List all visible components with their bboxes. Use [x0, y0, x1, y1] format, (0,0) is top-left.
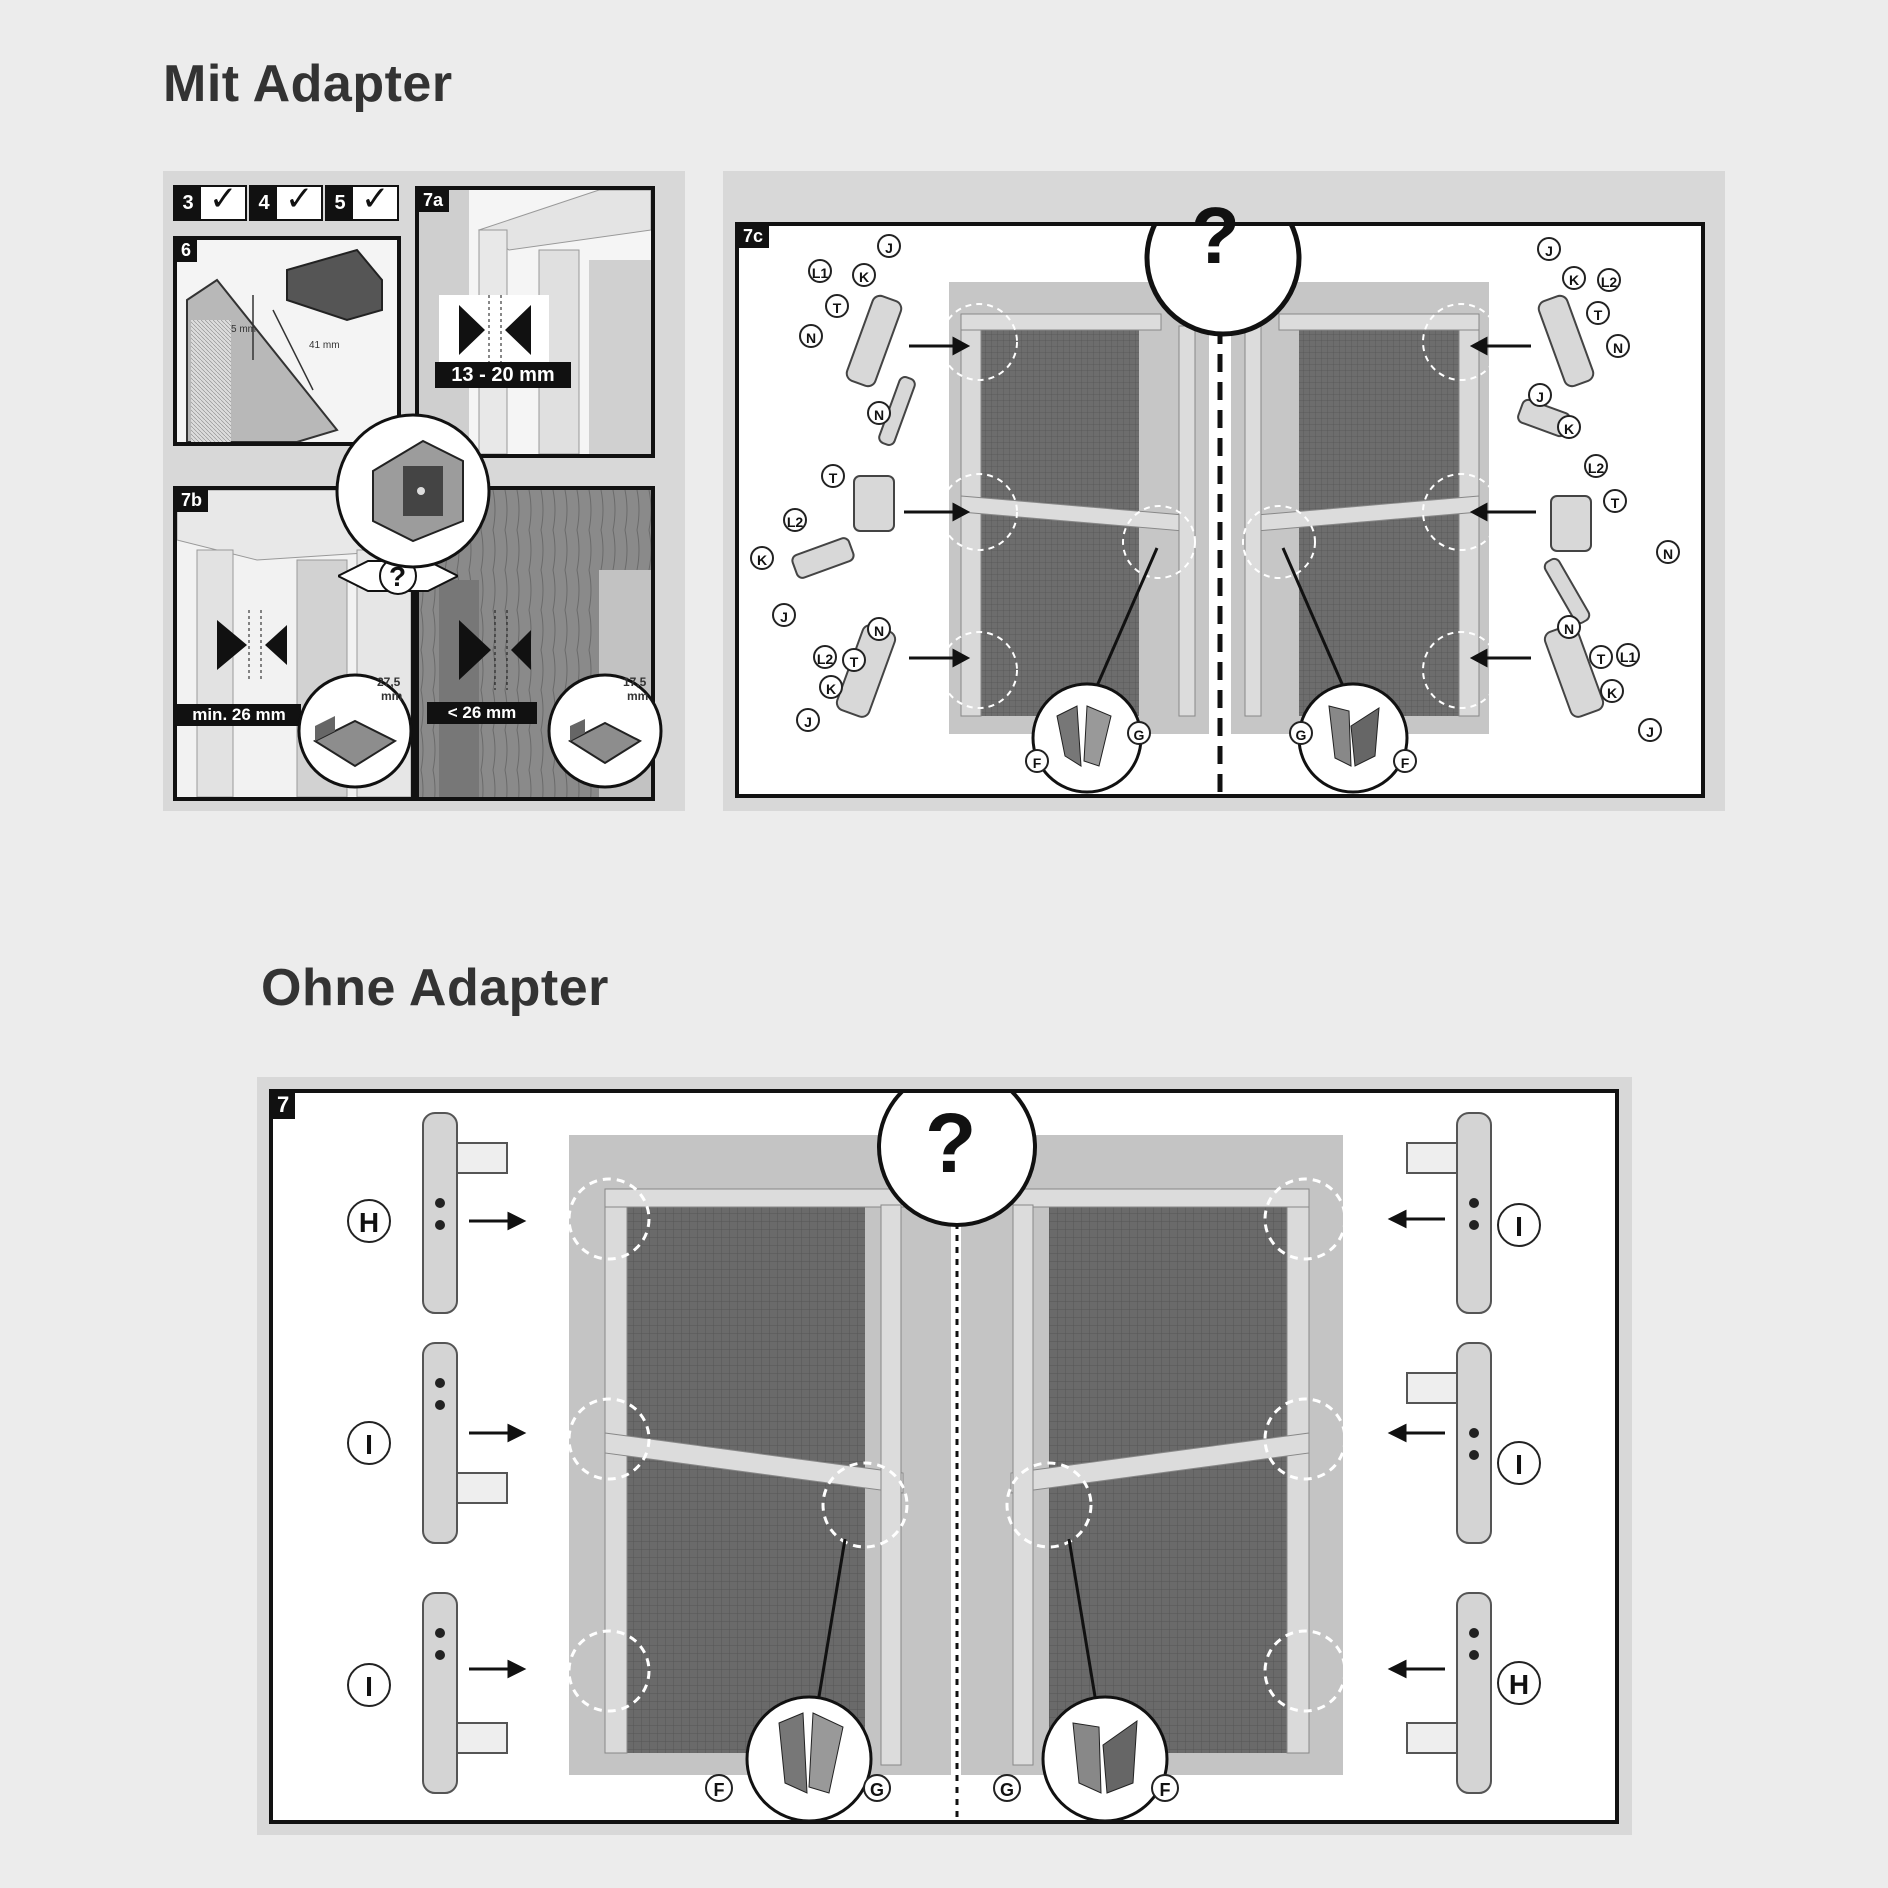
dim-5mm: 5 mm: [231, 324, 256, 335]
part-label-L2: L2: [813, 645, 837, 669]
part-label-L2: L2: [783, 508, 807, 532]
check-row: 3 ✓ 4 ✓ 5 ✓: [173, 180, 399, 221]
step-7a-illustration: [419, 190, 651, 454]
part-label-L2: L2: [1597, 268, 1621, 292]
width-17-5-unit: mm: [627, 689, 649, 703]
detail-circle-27-5: [297, 673, 413, 789]
part-label-I: I: [1497, 1441, 1541, 1485]
part-label-K: K: [819, 675, 843, 699]
part-label-T: T: [842, 648, 866, 672]
step-7a-frame: 7a 13 - 20 mm: [415, 186, 655, 458]
check-num: 4: [251, 187, 277, 219]
part-label-N: N: [867, 617, 891, 641]
check-icon: ✓: [209, 180, 238, 218]
step-6-tag: 6: [175, 238, 198, 262]
check-icon: ✓: [285, 180, 314, 218]
step-7-frame: 7: [269, 1089, 1619, 1824]
part-label-I: I: [1497, 1203, 1541, 1247]
question-mark-7c: ?: [1191, 191, 1240, 280]
step-7b-tag: 7b: [175, 488, 209, 512]
heading-without-adapter: Ohne Adapter: [261, 959, 609, 1017]
detail-circle-17-5: [547, 673, 663, 789]
check-item-3: 3 ✓: [173, 180, 247, 221]
part-label-N: N: [799, 324, 823, 348]
label-min-26mm: min. 26 mm: [177, 704, 301, 726]
part-label-F: F: [1025, 749, 1049, 773]
part-label-G: G: [1289, 721, 1313, 745]
heading-with-adapter: Mit Adapter: [163, 55, 453, 113]
part-label-J: J: [877, 234, 901, 258]
part-label-T: T: [1586, 301, 1610, 325]
part-label-L1: L1: [1616, 643, 1640, 667]
part-label-N: N: [1557, 615, 1581, 639]
part-label-T: T: [1603, 489, 1627, 513]
dim-41mm: 41 mm: [309, 340, 340, 351]
panel-steps-6-7b: 3 ✓ 4 ✓ 5 ✓ 6 5 mm 41 mm: [163, 171, 685, 811]
width-27-5: 27,5: [377, 675, 401, 689]
range-13-20mm: 13 - 20 mm: [435, 362, 571, 388]
part-label-T: T: [825, 294, 849, 318]
part-label-J: J: [772, 603, 796, 627]
part-label-K: K: [852, 263, 876, 287]
part-label-H: H: [347, 1199, 391, 1243]
part-label-T: T: [821, 464, 845, 488]
part-label-N: N: [1656, 540, 1680, 564]
part-label-N: N: [1606, 334, 1630, 358]
part-label-J: J: [1528, 383, 1552, 407]
step-6-illustration: [177, 240, 397, 442]
check-num: 3: [175, 187, 201, 219]
step-7b-frame: 7b min. 26 mm: [173, 486, 415, 801]
part-label-I: I: [347, 1421, 391, 1465]
part-label-K: K: [1557, 415, 1581, 439]
part-label-J: J: [796, 708, 820, 732]
part-label-G: G: [1127, 721, 1151, 745]
part-label-L2: L2: [1584, 454, 1608, 478]
part-label-F: F: [1393, 749, 1417, 773]
panel-step-7c: 7c: [723, 171, 1725, 811]
step-6-frame: 6 5 mm 41 mm: [173, 236, 401, 446]
part-label-I: I: [347, 1663, 391, 1707]
check-item-5: 5 ✓: [325, 180, 399, 221]
step-7-illustration: [422, 1093, 1492, 1820]
part-label-K: K: [750, 546, 774, 570]
part-label-J: J: [1638, 718, 1662, 742]
part-label-L1: L1: [808, 259, 832, 283]
question-mark-7: ?: [925, 1096, 977, 1190]
step-7c-tag: 7c: [737, 224, 770, 248]
question-mark-7b: ?: [389, 561, 407, 592]
check-item-4: 4 ✓: [249, 180, 323, 221]
part-label-K: K: [1562, 266, 1586, 290]
part-label-T: T: [1589, 645, 1613, 669]
step-7c-illustration: [791, 226, 1605, 794]
panel-step-7: 7: [257, 1077, 1632, 1835]
part-label-N: N: [867, 401, 891, 425]
step-7c-frame: 7c: [735, 191, 1705, 798]
question-bubble-7b: [338, 557, 458, 595]
check-icon: ✓: [361, 180, 390, 218]
step-7-tag: 7: [271, 1091, 296, 1119]
detail-circle-adapter: [335, 413, 491, 569]
part-label-G: G: [863, 1774, 891, 1802]
width-27-5-unit: mm: [381, 689, 403, 703]
part-label-H: H: [1497, 1661, 1541, 1705]
part-label-J: J: [1537, 237, 1561, 261]
width-17-5: 17,5: [623, 675, 647, 689]
step-7a-tag: 7a: [417, 188, 450, 212]
part-label-G: G: [993, 1774, 1021, 1802]
label-lt-26mm: < 26 mm: [427, 702, 537, 724]
part-label-K: K: [1600, 679, 1624, 703]
part-label-F: F: [705, 1774, 733, 1802]
check-num: 5: [327, 187, 353, 219]
part-label-F: F: [1151, 1774, 1179, 1802]
